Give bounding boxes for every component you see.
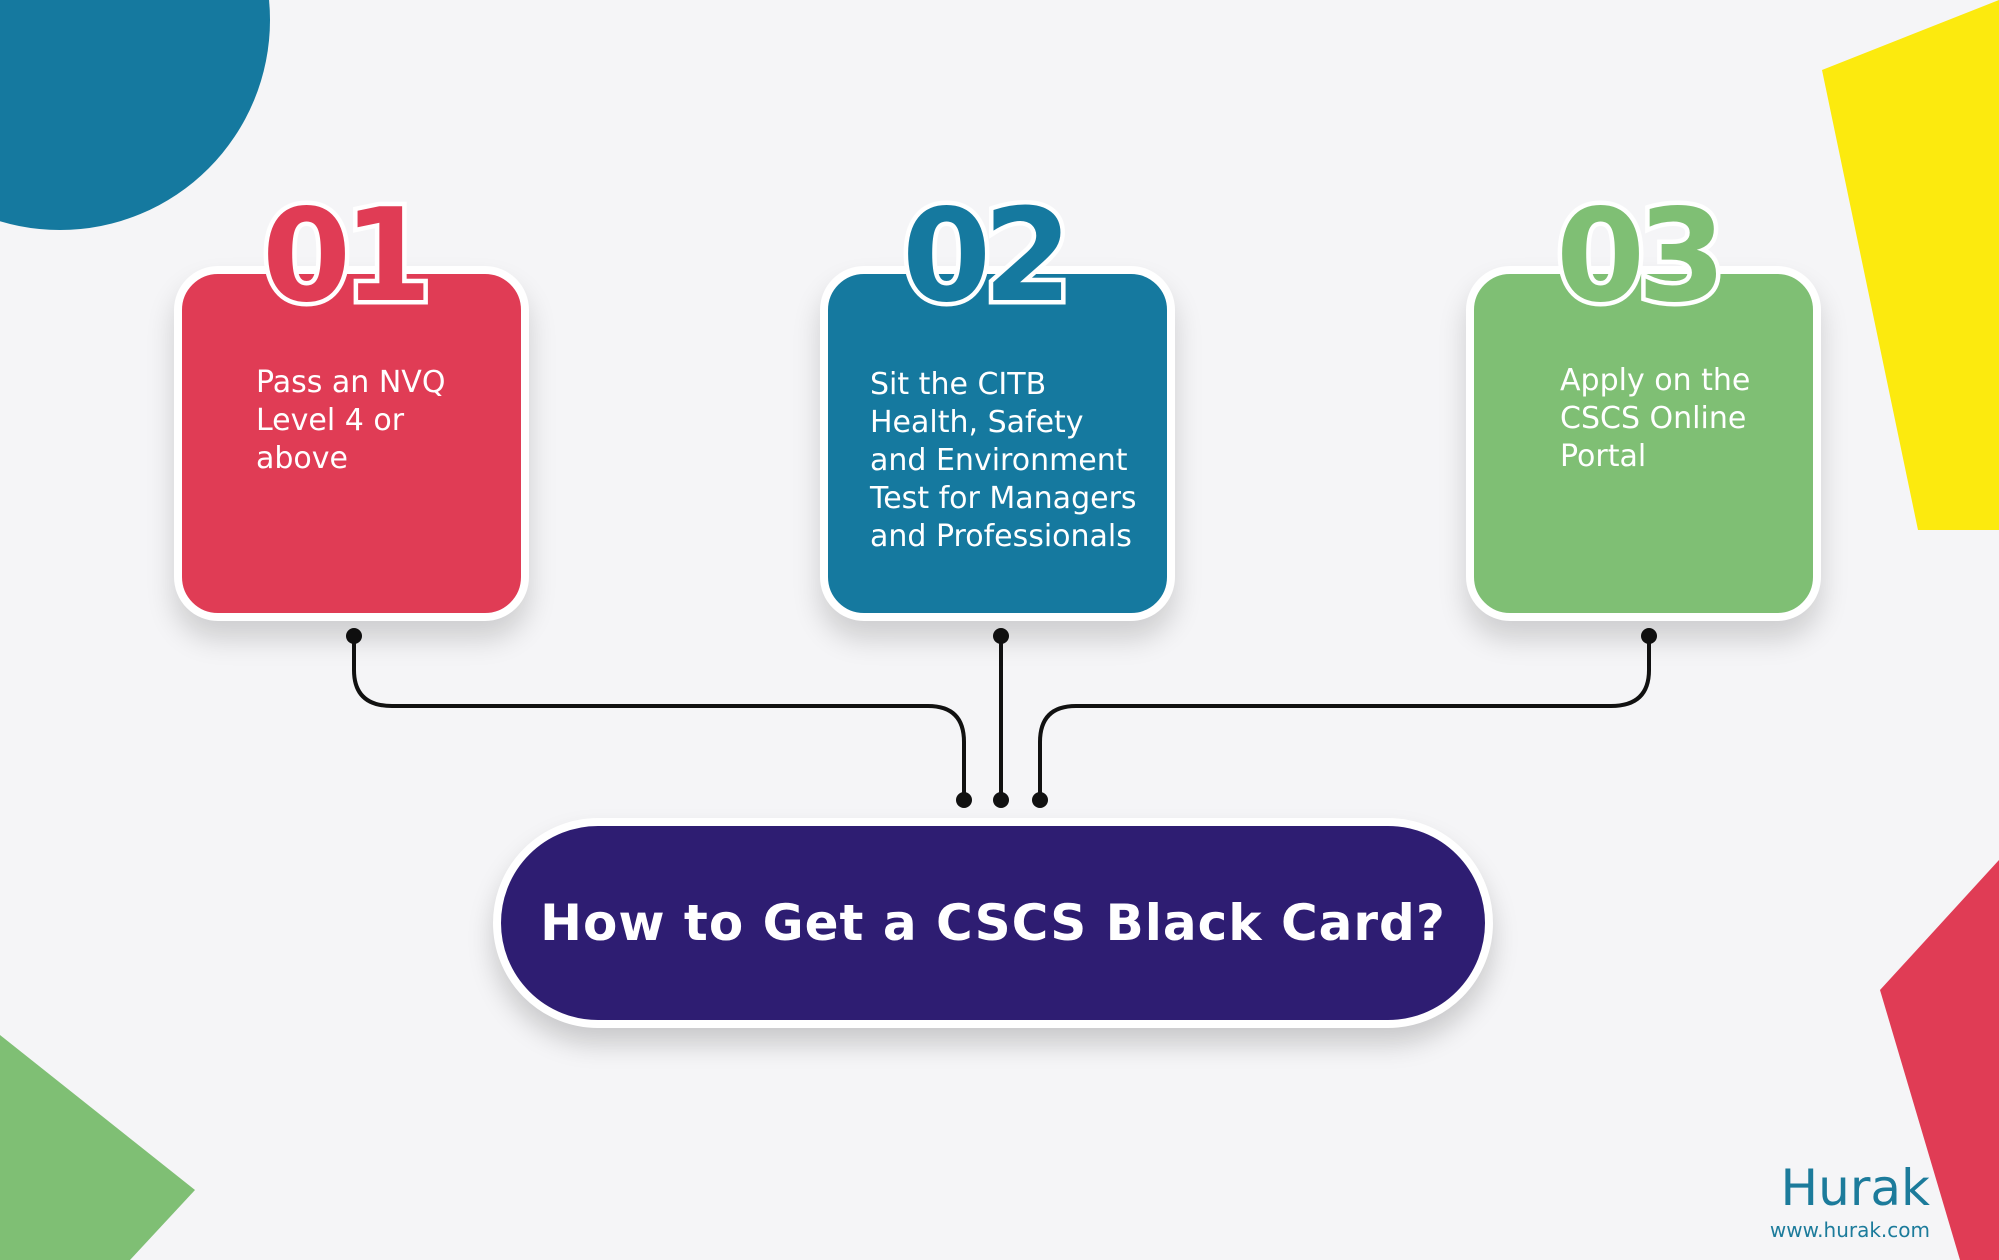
step-card-2: Sit the CITB Health, Safety and Environm… [820,266,1175,621]
step-3-number: 03 [1551,178,1730,336]
connector-dot [1641,628,1657,644]
red-shape [1880,860,1999,1260]
connector-lines [352,636,1651,800]
brand-url: www.hurak.com [1769,1218,1930,1242]
brand-logo-text: Hurak [1780,1159,1930,1217]
step-1-text: Pass an NVQ Level 4 or above [256,365,446,476]
step-card-3: Apply on the CSCS Online Portal [1466,266,1821,621]
step-2-number: 02 [897,178,1076,336]
connector-dot [346,628,362,644]
connector-dot [993,628,1009,644]
connector-dot [993,792,1009,808]
step-3-text: Apply on the CSCS Online Portal [1560,363,1751,474]
connector-step-1 [352,636,966,800]
blue-circle-shape [0,0,270,230]
connector-step-3 [1038,636,1651,800]
yellow-shape [1822,0,1999,530]
title-banner: How to Get a CSCS Black Card? [493,818,1493,1028]
step-1-number: 01 [257,178,436,336]
step-card-1: Pass an NVQ Level 4 or above [174,266,529,621]
title-text: How to Get a CSCS Black Card? [540,894,1446,952]
connector-dots [346,628,1657,808]
connector-dot [1032,792,1048,808]
connector-dot [956,792,972,808]
step-2-text: Sit the CITB Health, Safety and Environm… [870,367,1137,554]
green-shape [0,1035,195,1260]
